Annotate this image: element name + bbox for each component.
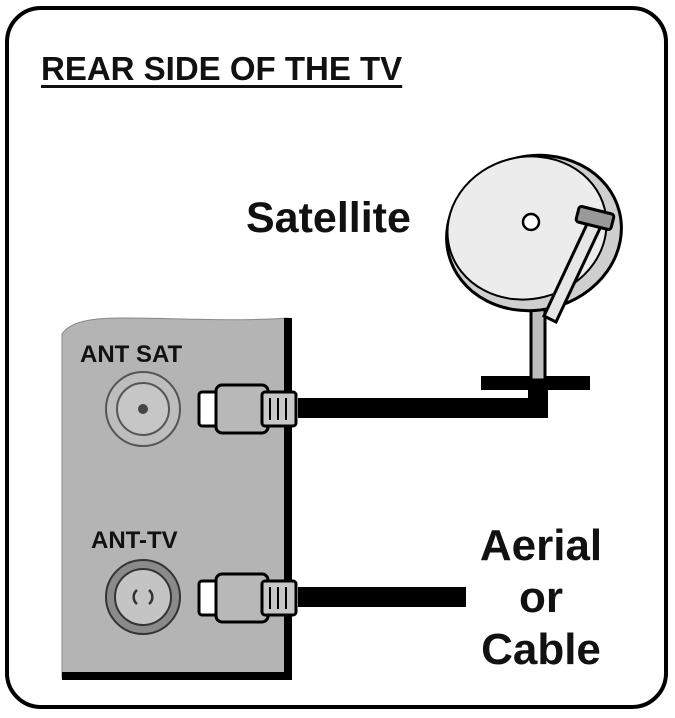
satellite-cable — [298, 383, 548, 418]
tv-bottom-edge — [62, 672, 292, 680]
ant-sat-socket[interactable] — [105, 371, 181, 447]
satellite-label: Satellite — [246, 194, 411, 242]
aerial-label-line3: Cable — [481, 625, 601, 674]
aerial-cable — [298, 587, 466, 607]
aerial-or-cable-label: Aerial or Cable — [466, 520, 616, 676]
tv-edge — [284, 318, 292, 680]
tv-rear-panel — [61, 317, 289, 679]
ant-tv-socket[interactable] — [105, 559, 181, 635]
ant-sat-label: ANT SAT — [80, 341, 183, 368]
diagram-title: REAR SIDE OF THE TV — [41, 50, 403, 87]
aerial-label-line1: Aerial — [479, 521, 603, 570]
sat-connector-plug — [197, 383, 298, 435]
aerial-label-line2: or — [519, 573, 563, 622]
ant-tv-label: ANT-TV — [91, 527, 178, 554]
satellite-dish-icon — [445, 153, 623, 325]
aerial-connector-plug — [197, 572, 298, 624]
dish-mount-bar — [481, 376, 590, 390]
